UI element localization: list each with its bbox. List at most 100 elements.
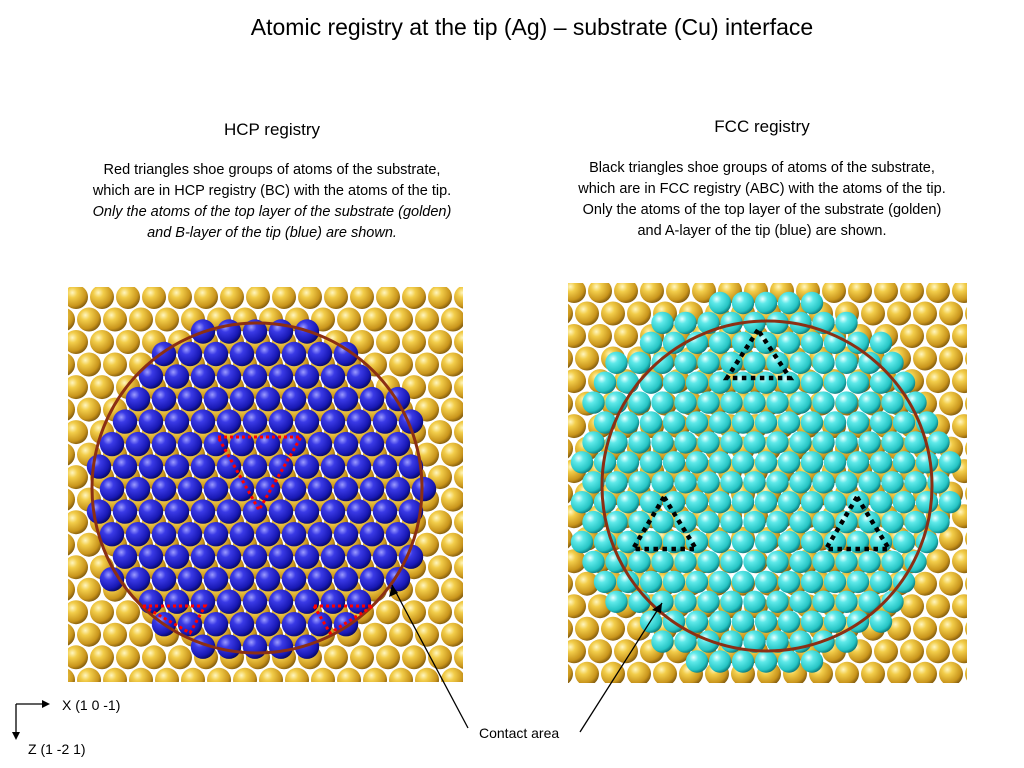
tip-atom	[203, 567, 229, 592]
tip-atom	[869, 451, 893, 474]
substrate-atom	[103, 263, 127, 287]
tip-atom	[754, 411, 778, 434]
substrate-atom	[142, 287, 166, 309]
substrate-atom	[68, 375, 88, 400]
substrate-atom	[965, 667, 967, 681]
tip-atom	[708, 291, 732, 315]
tip-atom	[605, 471, 628, 494]
substrate-atom	[783, 257, 807, 281]
tip-atom	[639, 331, 663, 354]
tip-atom	[411, 476, 437, 502]
substrate-atom	[90, 287, 114, 309]
tip-atom	[846, 491, 870, 514]
substrate-atom	[68, 443, 75, 466]
hcp-desc-line-4: and B-layer of the tip (blue) are shown.	[147, 225, 397, 241]
substrate-atom	[38, 465, 62, 489]
substrate-atom	[467, 308, 491, 332]
tip-atom	[177, 431, 203, 457]
tip-atom	[639, 570, 663, 594]
substrate-atom	[285, 667, 309, 682]
tip-atom	[203, 522, 229, 547]
tip-atom	[881, 550, 904, 574]
tip-atom	[789, 311, 812, 335]
tip-atom	[754, 570, 778, 594]
substrate-atom	[220, 690, 244, 714]
tip-atom	[777, 610, 801, 633]
substrate-atom	[272, 287, 296, 309]
substrate-atom	[965, 577, 967, 591]
tip-atom	[229, 386, 255, 412]
tip-atom	[216, 589, 242, 614]
tip-atom	[616, 451, 640, 474]
tip-atom	[372, 499, 398, 524]
tip-atom	[777, 491, 801, 514]
tip-atom	[190, 544, 216, 569]
substrate-atom	[965, 351, 967, 366]
tip-atom	[846, 331, 870, 354]
tip-atom	[616, 570, 640, 594]
substrate-atom	[233, 263, 257, 287]
tip-atom	[294, 409, 320, 434]
tip-atom	[242, 364, 268, 389]
tip-atom	[823, 371, 847, 394]
tip-atom	[651, 550, 674, 574]
tip-atom	[777, 451, 801, 474]
substrate-atom	[614, 324, 638, 348]
contact-area-label: Contact area	[479, 725, 560, 741]
tip-atom	[177, 386, 203, 412]
substrate-atom	[575, 301, 599, 326]
substrate-atom	[692, 684, 716, 708]
fcc-triangle	[629, 492, 701, 552]
substrate-atom	[77, 352, 101, 377]
tip-atom	[685, 650, 709, 673]
substrate-atom	[900, 684, 924, 708]
substrate-atom	[913, 257, 937, 281]
tip-atom	[904, 391, 927, 414]
substrate-atom	[627, 301, 651, 326]
tip-atom	[766, 431, 789, 454]
substrate-atom	[363, 307, 387, 332]
substrate-atom	[926, 639, 950, 664]
substrate-atom	[568, 303, 573, 324]
tip-atom	[582, 510, 605, 534]
tip-atom	[151, 522, 177, 547]
tip-atom	[662, 570, 686, 594]
tip-atom	[320, 589, 346, 614]
substrate-atom	[939, 257, 963, 281]
substrate-atom	[363, 667, 387, 682]
substrate-atom	[68, 465, 88, 490]
substrate-atom	[467, 353, 491, 377]
substrate-atom	[246, 287, 270, 309]
substrate-atom	[428, 600, 452, 625]
fcc-description: Black triangles shoe groups of atoms of …	[512, 158, 1012, 242]
substrate-atom	[744, 684, 768, 708]
tip-atom	[731, 331, 755, 354]
tip-atom	[151, 476, 177, 502]
substrate-atom	[952, 324, 967, 348]
substrate-atom	[926, 369, 950, 394]
substrate-atom	[965, 396, 967, 411]
tip-atom	[823, 491, 847, 514]
tip-atom	[164, 589, 190, 614]
tip-atom	[582, 391, 605, 414]
substrate-atom	[939, 661, 963, 683]
tip-atom	[639, 530, 663, 554]
fcc-triangle	[722, 325, 795, 381]
tip-atom	[190, 589, 216, 614]
tip-atom	[125, 476, 151, 502]
tip-atom	[835, 391, 858, 414]
substrate-atom	[965, 486, 967, 501]
tip-atom	[823, 610, 847, 633]
tip-atom	[125, 431, 151, 457]
substrate-atom	[614, 283, 638, 303]
substrate-atom	[614, 639, 638, 664]
substrate-atom	[978, 639, 1002, 663]
tip-atom	[616, 491, 640, 514]
contact-pointer-right	[579, 602, 663, 733]
substrate-atom	[467, 668, 491, 692]
tip-atom	[685, 570, 709, 594]
substrate-atom	[666, 684, 690, 708]
substrate-atom	[939, 301, 963, 326]
tip-atom	[307, 522, 333, 547]
substrate-atom	[337, 307, 361, 332]
